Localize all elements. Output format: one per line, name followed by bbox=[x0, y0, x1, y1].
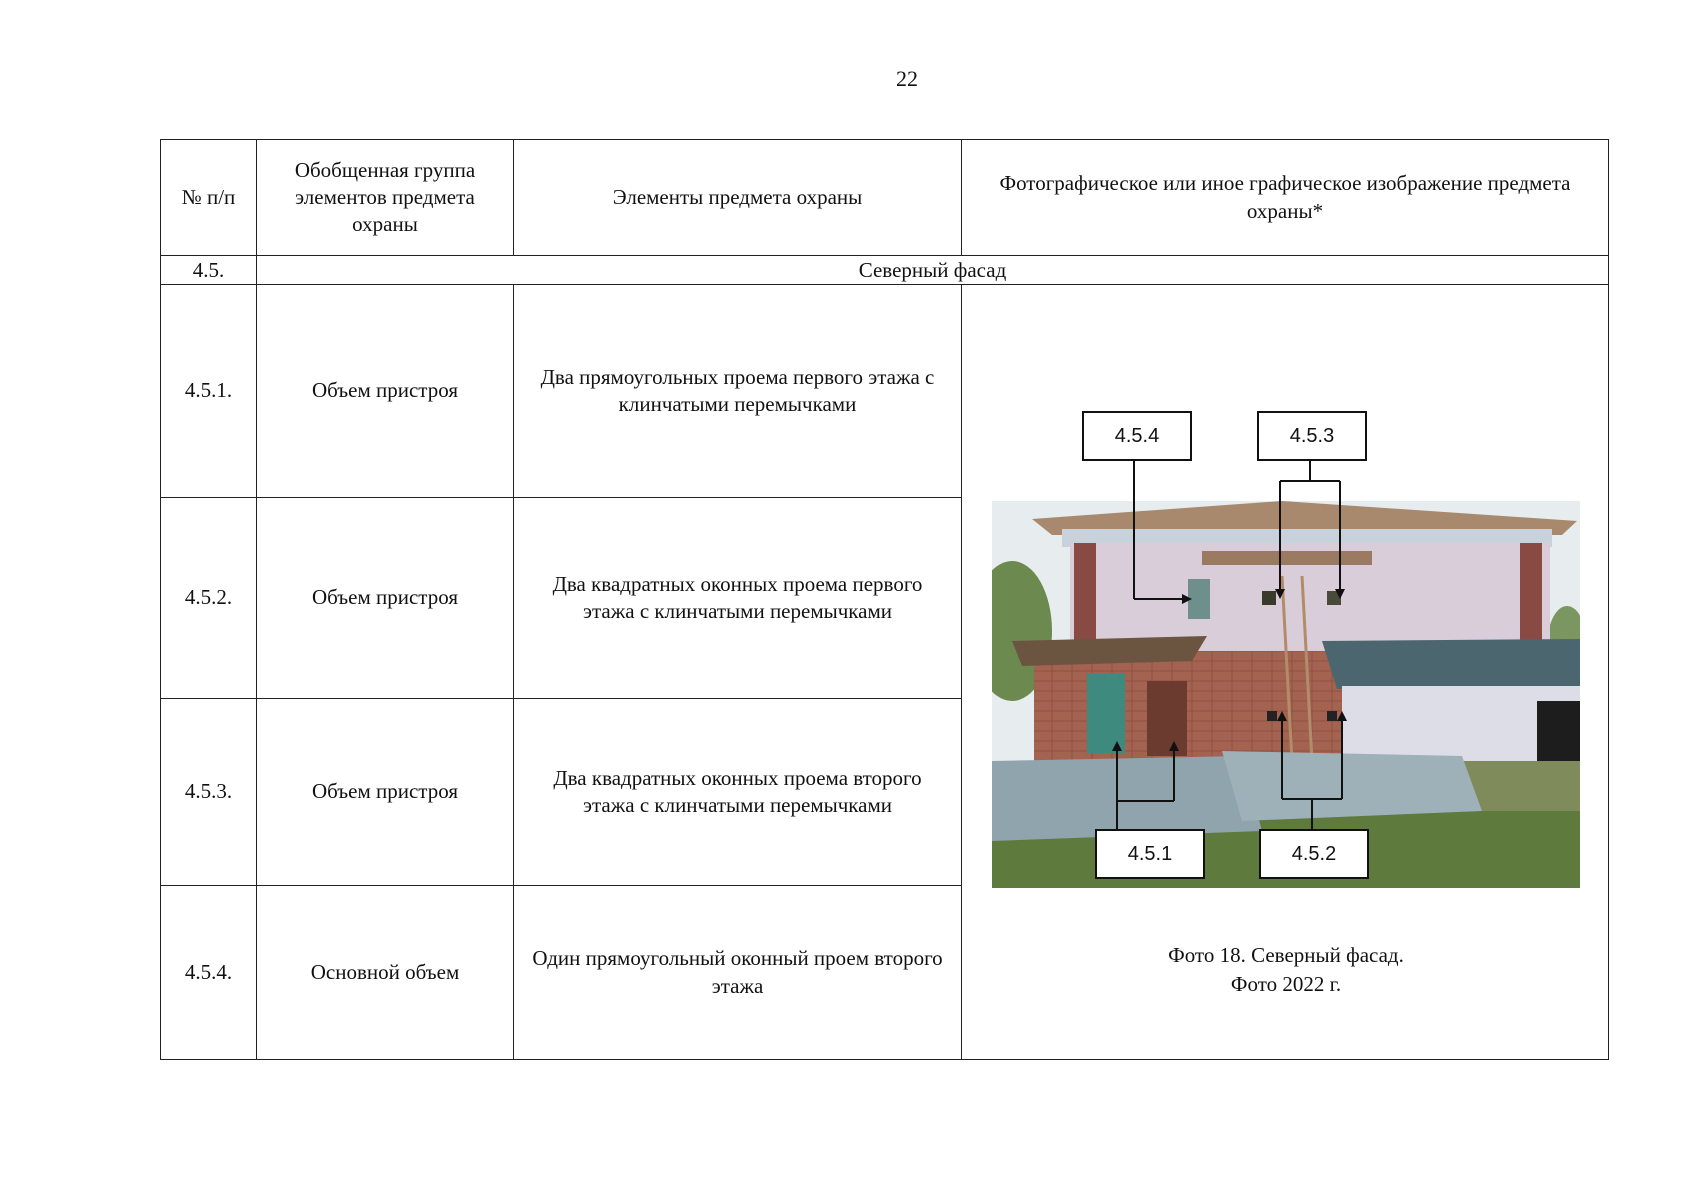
header-group: Обобщенная группа элементов предмета охр… bbox=[256, 139, 514, 256]
row-num: 4.5.3. bbox=[160, 698, 257, 886]
label-4-5-3: 4.5.3 bbox=[1257, 411, 1367, 461]
row-num: 4.5.1. bbox=[160, 284, 257, 498]
row-group: Объем пристроя bbox=[256, 698, 514, 886]
table-row: 4.5.3. Объем пристроя Два квадратных око… bbox=[160, 698, 1609, 886]
row-element: Два прямоугольных проема первого этажа с… bbox=[513, 284, 962, 498]
facade-photo: 4.5.4 4.5.3 4.5.1 4.5.2 bbox=[992, 411, 1580, 888]
caption-line-1: Фото 18. Северный фасад. bbox=[1168, 943, 1404, 967]
table-row: 4.5.4. Основной объем Один прямоугольный… bbox=[160, 885, 1609, 1060]
photo-cell: 4.5.4 4.5.3 4.5.1 4.5.2 Фото 18. Северны… bbox=[961, 284, 1609, 1060]
section-num: 4.5. bbox=[160, 255, 257, 285]
caption-line-2: Фото 2022 г. bbox=[1230, 972, 1342, 996]
label-4-5-2: 4.5.2 bbox=[1259, 829, 1369, 879]
row-num: 4.5.2. bbox=[160, 497, 257, 699]
photo-caption: Фото 18. Северный фасад. Фото 2022 г. bbox=[963, 941, 1608, 999]
label-4-5-4: 4.5.4 bbox=[1082, 411, 1192, 461]
page-number: 22 bbox=[896, 66, 918, 91]
row-group: Объем пристроя bbox=[256, 284, 514, 498]
row-group: Объем пристроя bbox=[256, 497, 514, 699]
row-group: Основной объем bbox=[256, 885, 514, 1060]
table-row: 4.5.2. Объем пристроя Два квадратных око… bbox=[160, 497, 1609, 699]
row-element: Два квадратных оконных проема второго эт… bbox=[513, 698, 962, 886]
header-elements: Элементы предмета охраны bbox=[513, 139, 962, 256]
protection-table: № п/п Обобщенная группа элементов предме… bbox=[160, 139, 1609, 1060]
row-element: Один прямоугольный оконный проем второго… bbox=[513, 885, 962, 1060]
section-row: 4.5. Северный фасад bbox=[160, 255, 1609, 285]
label-4-5-1: 4.5.1 bbox=[1095, 829, 1205, 879]
row-num: 4.5.4. bbox=[160, 885, 257, 1060]
row-element: Два квадратных оконных проема первого эт… bbox=[513, 497, 962, 699]
table-row: 4.5.1. Объем пристроя Два прямоугольных … bbox=[160, 284, 1609, 1060]
header-image: Фотографическое или иное графическое изо… bbox=[961, 139, 1609, 256]
header-num: № п/п bbox=[160, 139, 257, 256]
section-title: Северный фасад bbox=[256, 255, 1609, 285]
header-row: № п/п Обобщенная группа элементов предме… bbox=[160, 139, 1609, 256]
